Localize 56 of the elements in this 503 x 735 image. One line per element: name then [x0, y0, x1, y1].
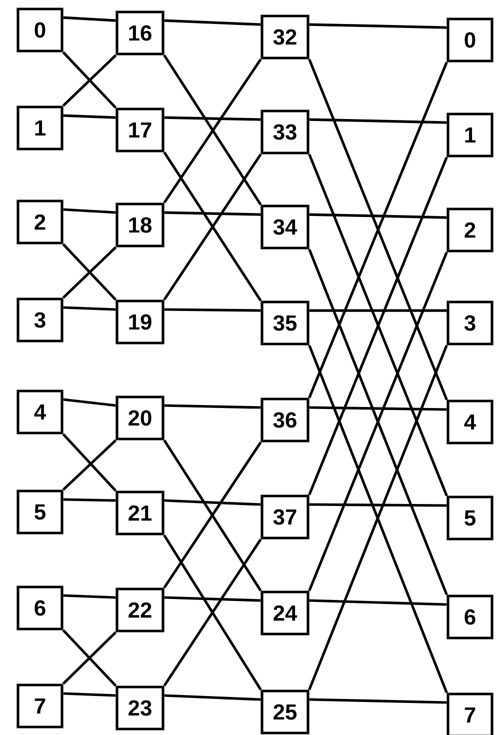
- connector-line: [164, 19, 261, 26]
- connector-line: [63, 498, 116, 502]
- connector-line: [63, 114, 116, 119]
- number-box: 1: [16, 106, 64, 150]
- connector-line: [309, 23, 447, 29]
- number-box: 3: [16, 298, 64, 342]
- connector-line: [164, 211, 261, 216]
- number-box: 34: [260, 204, 310, 250]
- connector-line: [309, 309, 447, 312]
- number-box: 21: [116, 490, 164, 536]
- number-box: 6: [16, 586, 64, 630]
- number-box: 17: [116, 108, 164, 152]
- number-box: 35: [260, 300, 310, 346]
- number-box: 2: [446, 208, 494, 252]
- number-box: 36: [260, 398, 310, 442]
- number-box: 3: [446, 300, 494, 346]
- number-box: 5: [446, 496, 494, 540]
- connector-line: [63, 594, 116, 599]
- number-box: 25: [260, 690, 310, 734]
- number-box: 6: [446, 594, 494, 640]
- connector-line: [164, 308, 261, 312]
- connector-line: [63, 398, 116, 407]
- connector-line: [309, 599, 447, 606]
- number-box: 24: [260, 590, 310, 636]
- number-box: 19: [116, 300, 164, 344]
- number-box: 0: [16, 8, 64, 52]
- connector-line: [164, 499, 261, 506]
- number-box: 16: [116, 10, 164, 56]
- number-box: 32: [260, 14, 310, 60]
- number-box: 4: [16, 390, 64, 434]
- connector-line: [164, 116, 261, 121]
- number-box: 23: [116, 686, 164, 730]
- connector-line: [164, 404, 261, 409]
- number-box: 2: [16, 200, 64, 244]
- number-box: 5: [16, 490, 64, 534]
- number-box: 20: [116, 396, 164, 440]
- connector-line: [63, 208, 116, 214]
- connector-line: [309, 406, 447, 411]
- connector-line: [164, 596, 261, 602]
- connector-line: [309, 213, 447, 219]
- number-box: 4: [446, 400, 494, 444]
- number-box: 37: [260, 494, 310, 540]
- number-box: 7: [446, 692, 494, 735]
- connector-line: [309, 503, 447, 507]
- number-box: 22: [116, 588, 164, 632]
- connector-line: [63, 692, 116, 697]
- connector-line: [309, 118, 447, 124]
- number-box: 0: [446, 18, 494, 62]
- connector-line: [164, 694, 261, 701]
- number-box: 33: [260, 110, 310, 154]
- connector-line: [63, 16, 116, 22]
- number-box: 7: [16, 684, 64, 728]
- number-box: 18: [116, 202, 164, 248]
- number-box: 1: [446, 112, 494, 158]
- connector-line: [309, 698, 447, 704]
- connector-line: [63, 306, 116, 311]
